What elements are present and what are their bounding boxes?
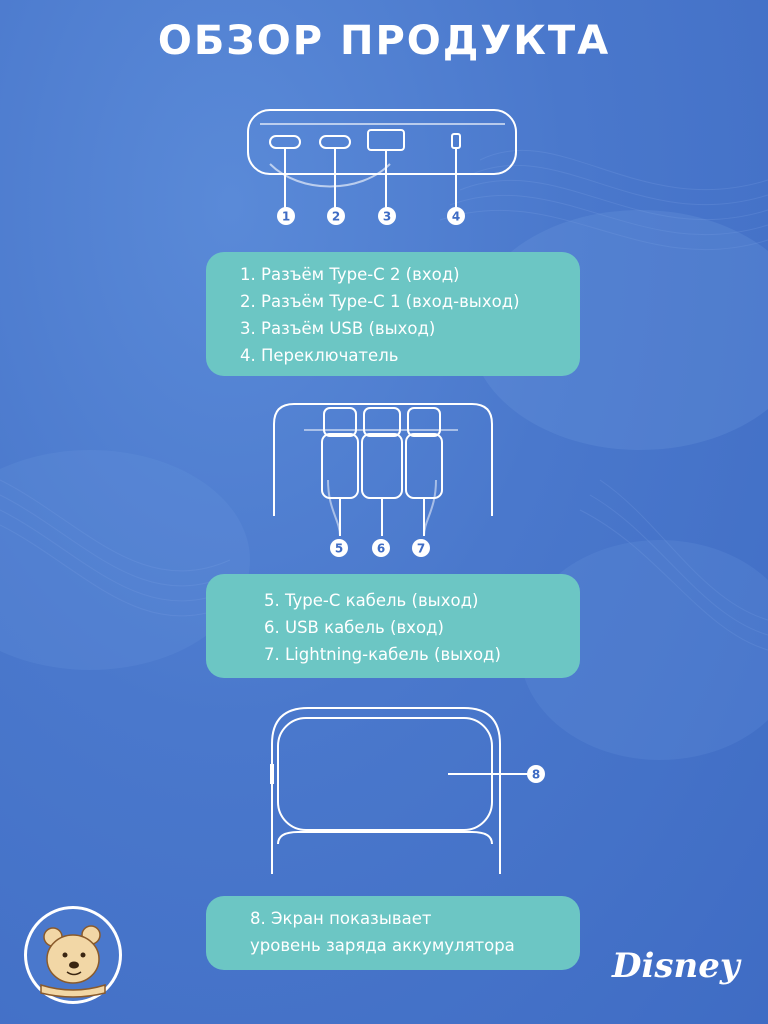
cables-legend-line: 6. USB кабель (вход): [264, 618, 444, 637]
cables-legend-line: 5. Type-C кабель (выход): [264, 591, 479, 610]
screen-legend-panel: 8. Экран показывает уровень заряда аккум…: [206, 896, 580, 970]
marker-2: 2: [327, 207, 345, 225]
marker-6: 6: [372, 539, 390, 557]
svg-text:2: 2: [332, 210, 340, 224]
marker-5: 5: [330, 539, 348, 557]
marker-8: 8: [527, 765, 545, 783]
page-title: ОБЗОР ПРОДУКТА: [157, 18, 611, 64]
svg-text:7: 7: [417, 542, 425, 556]
svg-text:1: 1: [282, 210, 290, 224]
svg-text:5: 5: [335, 542, 343, 556]
marker-1: 1: [277, 207, 295, 225]
screen-legend-line: уровень заряда аккумулятора: [250, 936, 515, 955]
cables-legend-line: 7. Lightning-кабель (выход): [264, 645, 501, 664]
cables-legend-panel: 5. Type-C кабель (выход) 6. USB кабель (…: [206, 574, 580, 678]
marker-3: 3: [378, 207, 396, 225]
svg-text:6: 6: [377, 542, 385, 556]
screen-legend-line: 8. Экран показывает: [250, 909, 432, 928]
ports-legend-line: 1. Разъём Type-C 2 (вход): [240, 265, 460, 284]
ports-legend-line: 2. Разъём Type-C 1 (вход-выход): [240, 292, 520, 311]
disney-logo: Disney: [612, 946, 740, 986]
screen-illustration: [270, 707, 530, 874]
ports-legend-panel: 1. Разъём Type-C 2 (вход) 2. Разъём Type…: [206, 252, 580, 376]
svg-text:4: 4: [452, 210, 460, 224]
ports-legend-line: 4. Переключатель: [240, 346, 399, 365]
ports-illustration: [247, 109, 517, 212]
winnie-the-pooh-icon: [24, 906, 122, 1004]
marker-7: 7: [412, 539, 430, 557]
cables-illustration: [273, 403, 493, 536]
marker-4: 4: [447, 207, 465, 225]
ports-legend-line: 3. Разъём USB (выход): [240, 319, 436, 338]
svg-text:8: 8: [532, 768, 540, 782]
svg-text:3: 3: [383, 210, 391, 224]
